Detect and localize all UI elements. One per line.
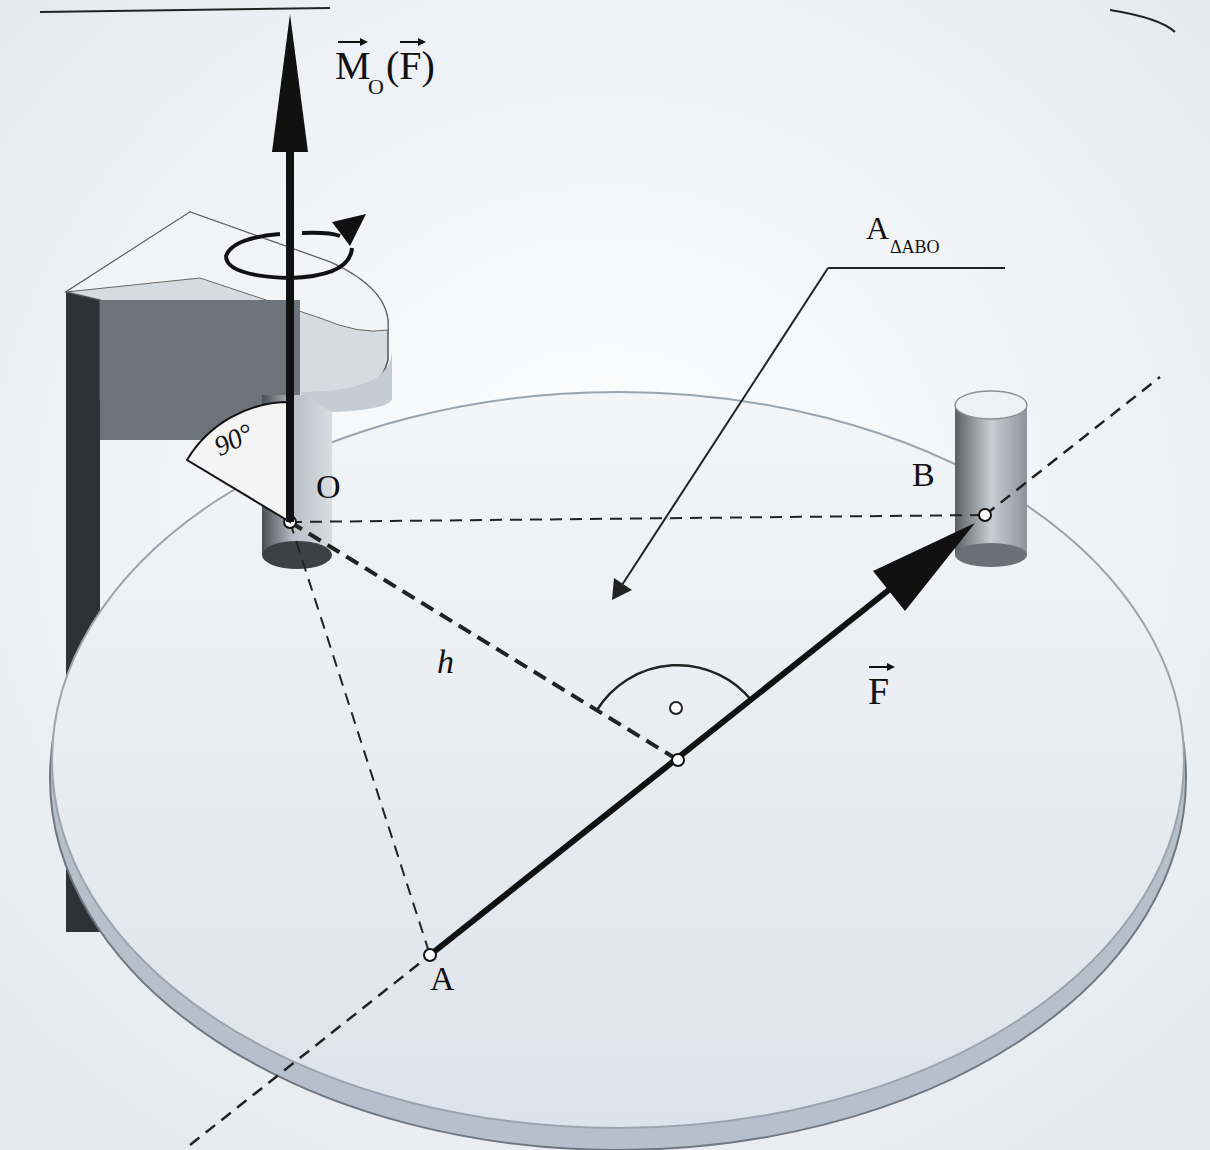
frame-edge bbox=[1110, 10, 1175, 32]
rotation-head bbox=[332, 214, 366, 246]
disk bbox=[50, 392, 1186, 1150]
post-b bbox=[955, 391, 1027, 567]
line-of-action bbox=[985, 377, 1160, 515]
disk-top bbox=[52, 392, 1184, 1128]
area-symbol: A bbox=[866, 212, 889, 244]
rotation-arrow bbox=[226, 234, 352, 278]
line-of-action bbox=[190, 955, 430, 1145]
leader-head bbox=[612, 578, 632, 600]
point-label: B bbox=[912, 458, 935, 492]
force-head bbox=[873, 523, 975, 611]
foot-point bbox=[672, 754, 684, 766]
angle-wedge bbox=[187, 402, 290, 522]
angle-label: 90° bbox=[210, 419, 257, 461]
right-angle-dot bbox=[670, 702, 682, 714]
moment-argument: (F) bbox=[386, 46, 435, 86]
moment-subscript: O bbox=[368, 76, 384, 98]
point-label: O bbox=[316, 470, 341, 504]
side-ob bbox=[290, 515, 985, 522]
moment-symbol: M bbox=[335, 46, 371, 86]
leader-line bbox=[622, 268, 828, 585]
point-a bbox=[424, 949, 436, 961]
vector-arrow bbox=[338, 38, 895, 671]
side-oa bbox=[290, 522, 430, 955]
post-base bbox=[955, 543, 1027, 567]
point-b bbox=[979, 509, 991, 521]
area-subscript: ΔABO bbox=[890, 238, 940, 256]
rotation-arrow bbox=[302, 233, 340, 236]
post-top bbox=[955, 391, 1027, 419]
leader-line bbox=[828, 267, 1005, 269]
force-shaft bbox=[430, 585, 895, 955]
distance-label: h bbox=[437, 645, 454, 679]
point-label: A bbox=[430, 962, 455, 996]
frame-edge bbox=[40, 8, 330, 12]
force-label: F bbox=[868, 672, 889, 710]
moment-shaft bbox=[286, 150, 294, 522]
lever-arm bbox=[290, 522, 678, 760]
moment-head bbox=[272, 14, 308, 152]
post-cap bbox=[300, 350, 392, 412]
